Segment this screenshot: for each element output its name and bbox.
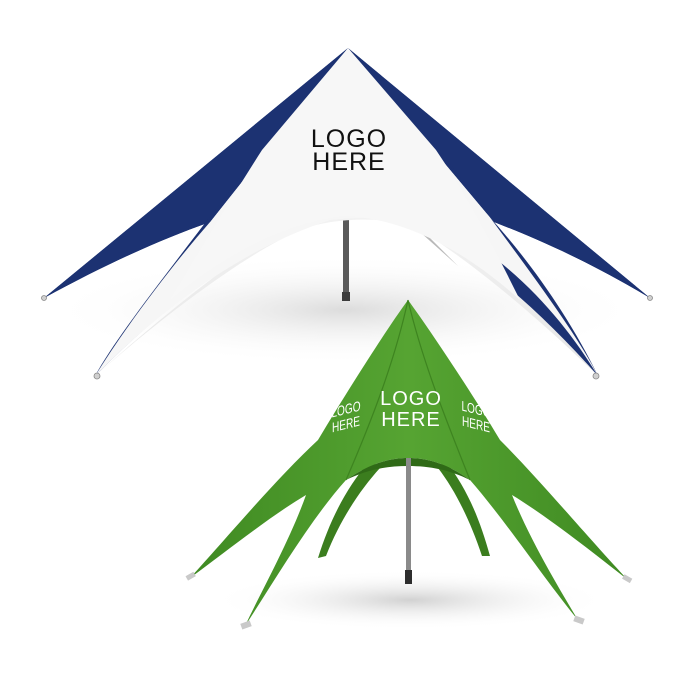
green-tent-seam-left <box>345 299 409 481</box>
blue-white-star-tent: LOGO HERE <box>41 48 653 380</box>
green-tent-logo-line-1: LOGO <box>380 388 442 410</box>
green-tent-side-logo-left-line-1: LOGO <box>331 398 360 421</box>
blue-tent-right-arm <box>348 48 650 298</box>
green-tent-side-logo-right-line-2: HERE <box>462 413 490 436</box>
blue-tent-tip-bottom-left <box>93 372 101 380</box>
blue-tent-underside-right <box>420 232 458 266</box>
green-tent-tip-front-left <box>240 620 252 630</box>
green-tent-side-logo-right-line-1: LOGO <box>461 398 490 421</box>
blue-tent-pole-base <box>342 292 350 301</box>
green-tent-side-logo-left: LOGO HERE <box>331 398 360 436</box>
blue-tent-center-pole <box>343 215 349 301</box>
green-tent-tip-front-right <box>573 615 585 625</box>
green-tent-underside <box>346 458 470 480</box>
green-tent-center-pole <box>406 458 411 578</box>
green-tent-back-leg-right <box>438 460 490 556</box>
green-star-tent: LOGO HERE LOGO HERE LOGO HERE <box>185 299 633 630</box>
blue-tent-logo-line-2: HERE <box>312 148 385 176</box>
blue-tent-white-center <box>170 48 520 300</box>
green-tent-side-logo-right: LOGO HERE <box>461 398 490 436</box>
green-tent-canopy <box>190 300 628 626</box>
green-tent-back-leg-left <box>318 460 380 558</box>
green-tent-ground-shadow <box>210 570 610 630</box>
green-tent-pole-base <box>405 570 412 584</box>
blue-tent-tip-left <box>41 295 47 301</box>
blue-tent-tip-right <box>647 295 653 301</box>
green-tent-seam-right <box>407 299 471 481</box>
green-tent-logo-line-2: HERE <box>381 409 441 431</box>
green-tent-side-logo-left-line-2: HERE <box>332 413 360 436</box>
blue-tent-logo-line-1: LOGO <box>311 125 387 153</box>
green-tent-tip-far-right <box>622 574 633 584</box>
blue-tent-tip-bottom-right <box>592 372 600 380</box>
green-tent-tip-far-left <box>185 571 196 581</box>
blue-tent-left-arm <box>44 48 348 298</box>
